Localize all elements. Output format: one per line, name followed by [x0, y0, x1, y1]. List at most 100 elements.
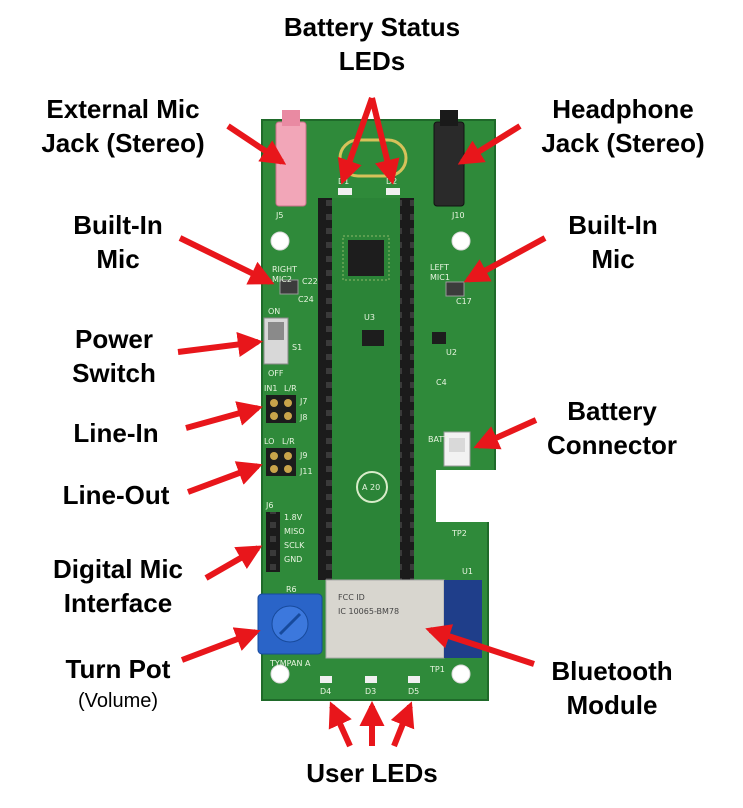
label-line: Bluetooth — [551, 656, 673, 686]
label-battery-status-leds: Battery Status LEDs — [262, 10, 482, 78]
arrow-turn-pot — [180, 627, 261, 663]
mounting-hole — [451, 664, 471, 684]
label-line: Line-In — [73, 418, 159, 448]
silk-bt-line2: IC 10065-BM78 — [338, 607, 399, 616]
label-line-out: Line-Out — [36, 478, 196, 512]
line-out-pads: LO L/R J9 J11 — [264, 437, 313, 476]
silk-logo: A 20 — [362, 483, 380, 492]
label-line: Built-In — [568, 210, 658, 240]
label-line: Jack (Stereo) — [541, 128, 705, 158]
label-external-mic-jack: External Mic Jack (Stereo) — [18, 92, 228, 160]
mounting-hole — [451, 231, 471, 251]
silk-miso: MISO — [284, 527, 305, 536]
label-line: Jack (Stereo) — [41, 128, 205, 158]
label-headphone-jack: Headphone Jack (Stereo) — [518, 92, 728, 160]
builtin-mic-right: RIGHT MIC2 C22 C24 — [272, 265, 318, 304]
label-line: Mic — [96, 244, 140, 274]
silk-right: RIGHT — [272, 265, 297, 274]
battery-connector: BATT — [428, 431, 471, 467]
label-line: Power — [74, 324, 154, 354]
silk-c24: C24 — [298, 295, 314, 304]
arrow-line-out — [186, 461, 263, 495]
label-line: Mic — [591, 244, 635, 274]
silk-c4: C4 — [436, 378, 447, 387]
silk-d5: D5 — [408, 687, 419, 696]
external-mic-jack: J5 — [275, 110, 307, 220]
arrow-builtin-mic-left — [178, 235, 275, 285]
silk-batt: BATT — [428, 435, 448, 444]
volume-pot: R6 TYMPAN A — [257, 585, 323, 668]
silk-on: ON — [268, 307, 280, 316]
mounting-hole — [270, 231, 290, 251]
codec-chip: U3 U2 C4 — [342, 235, 457, 387]
silk-j10: J10 — [451, 211, 465, 220]
arrow-power-switch — [177, 331, 264, 358]
builtin-mic-left: LEFT MIC1 C17 — [430, 263, 472, 306]
arrow-headphone — [457, 123, 522, 165]
bluetooth-module: FCC ID IC 10065-BM78 U1 TP2 TP1 — [325, 529, 482, 674]
arrow-battery-led-2 — [369, 97, 400, 185]
label-power-switch: Power Switch — [44, 322, 184, 390]
label-line: Connector — [547, 430, 677, 460]
label-line: External Mic — [46, 94, 200, 124]
arrow-battery-connector — [473, 417, 538, 450]
silk-tympan: TYMPAN A — [269, 659, 311, 668]
left-pin-header — [318, 198, 332, 580]
label-line: LEDs — [338, 46, 406, 76]
label-bluetooth-module: Bluetooth Module — [522, 654, 702, 722]
label-line: Built-In — [73, 210, 163, 240]
silk-j5: J5 — [275, 211, 283, 220]
arrow-battery-led-1 — [337, 96, 375, 185]
label-turn-pot: Turn Pot — [48, 652, 188, 686]
silk-left: LEFT — [430, 263, 449, 272]
silk-d4: D4 — [320, 687, 331, 696]
silk-mic2: MIC2 — [272, 275, 292, 284]
label-battery-connector: Battery Connector — [532, 394, 692, 462]
silk-u1: U1 — [462, 567, 473, 576]
silk-c22: C22 — [302, 277, 318, 286]
label-digital-mic-interface: Digital Mic Interface — [28, 552, 208, 620]
silk-u3: U3 — [364, 313, 375, 322]
arrow-builtin-mic-right — [463, 235, 547, 283]
arrow-line-in — [185, 401, 263, 431]
silk-lr: L/R — [284, 384, 297, 393]
silk-gnd: GND — [284, 555, 302, 564]
label-line: Switch — [72, 358, 156, 388]
user-leds: D4 D3 D5 — [320, 676, 420, 696]
line-in-pads: IN1 L/R J7 J8 — [264, 384, 307, 423]
arrow-external-mic — [226, 123, 287, 165]
user-led-d4 — [320, 676, 332, 683]
silk-off: OFF — [268, 369, 284, 378]
user-led-d3 — [365, 676, 377, 683]
silk-tp1: TP1 — [429, 665, 445, 674]
right-pin-header — [400, 198, 414, 580]
label-line: Interface — [63, 588, 173, 618]
pcb-logo: A 20 — [356, 471, 388, 503]
silk-bt-line1: FCC ID — [338, 593, 365, 602]
battery-led-d2 — [386, 188, 400, 195]
label-builtin-mic-left: Built-In Mic — [48, 208, 188, 276]
label-line: Battery — [567, 396, 657, 426]
arrow-user-led-1 — [328, 701, 353, 748]
silk-sclk: SCLK — [284, 541, 305, 550]
silk-lo: LO — [264, 437, 274, 446]
silk-j7: J7 — [299, 397, 307, 406]
callout-arrows — [177, 96, 547, 748]
arrow-bluetooth — [425, 624, 535, 667]
silk-r6: R6 — [286, 585, 297, 594]
silk-1v8: 1.8V — [284, 513, 303, 522]
silk-j9: J9 — [299, 451, 307, 460]
silk-mic1: MIC1 — [430, 273, 450, 282]
silk-j8: J8 — [299, 413, 307, 422]
silk-c17: C17 — [456, 297, 472, 306]
label-line: Battery Status — [283, 12, 461, 42]
label-turn-pot-note: (Volume) — [77, 690, 159, 712]
label-line: Turn Pot — [65, 654, 171, 684]
silk-in1: IN1 — [264, 384, 277, 393]
digital-mic-header: J6 1.8V MISO SCLK GND — [265, 501, 305, 572]
arrow-digital-mic — [204, 545, 263, 581]
arrow-user-led-3 — [390, 701, 415, 748]
label-line: Line-Out — [62, 480, 170, 510]
label-line: User LEDs — [306, 758, 438, 788]
